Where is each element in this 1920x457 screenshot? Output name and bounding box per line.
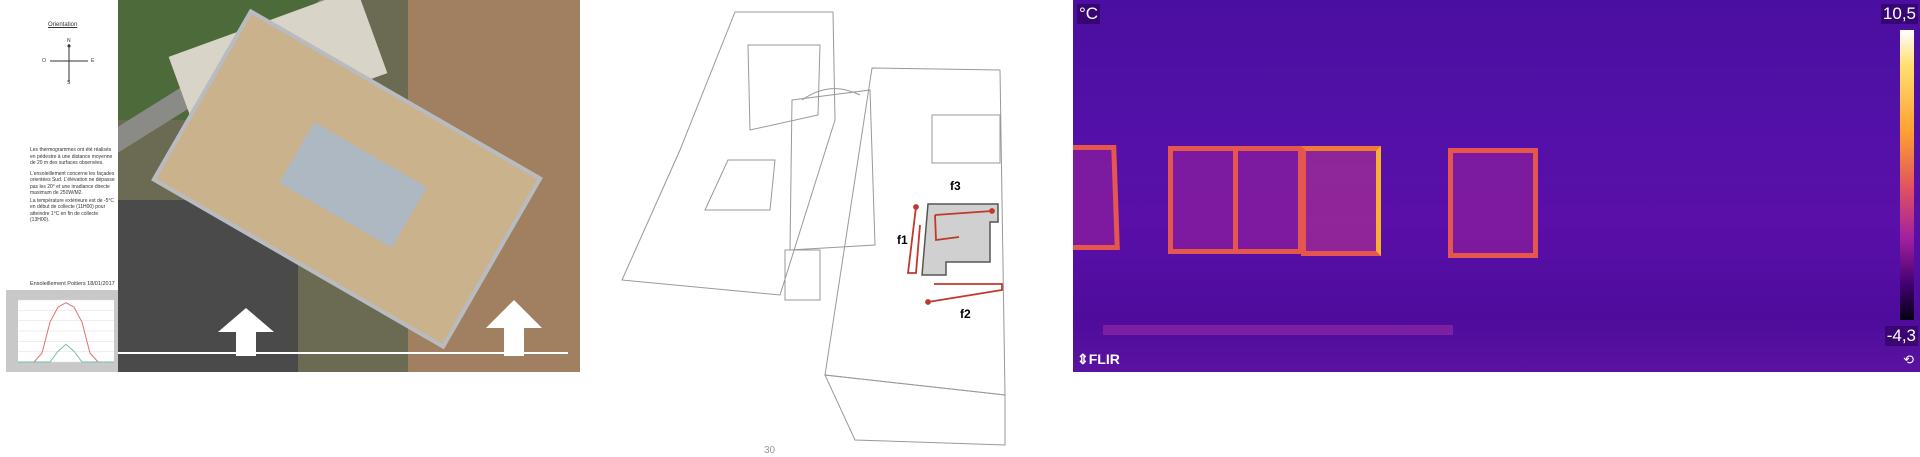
scale-min: -4,3: [1884, 326, 1918, 346]
color-scale-bar: [1900, 30, 1914, 320]
label-f1: f1: [897, 233, 908, 247]
flir-logo: ⇕FLIR: [1077, 351, 1120, 367]
series-line-2: [18, 343, 114, 363]
block-left-recess: [704, 159, 776, 211]
measured-facade-area: [921, 203, 999, 276]
flir-brand: FLIR: [1088, 351, 1120, 367]
block-right-courtyard: [931, 114, 1001, 164]
note-1: Les thermogrammes ont été réalisés en pé…: [30, 147, 113, 166]
compass-icon: [50, 44, 88, 82]
note-3: La température extérieure est de -5°C en…: [30, 197, 114, 224]
compass-south: S: [67, 80, 71, 86]
label-f2: f2: [960, 307, 971, 321]
compass-north: N: [67, 38, 71, 44]
building-3d-diagram: f3 f1 f2: [621, 11, 1006, 446]
block-right-base: [824, 374, 1006, 446]
window-thermal: [1448, 148, 1538, 258]
stair-block: [784, 249, 821, 301]
chart-title: Ensoleillement Poitiers 18/01/2017: [30, 281, 115, 287]
page-number: 30: [764, 445, 776, 456]
block-left: [621, 11, 836, 296]
block-left-courtyard: [747, 44, 821, 131]
note-2: L'ensoleillement concerne les façades or…: [30, 170, 115, 197]
baseline: [118, 352, 568, 354]
window-thermal: [1073, 145, 1120, 250]
aerial-photo: [118, 0, 580, 372]
walk-path-arrows: [906, 204, 1003, 305]
window-thermal-hot: [1301, 146, 1381, 256]
camera-mode-icon: ⟲: [1903, 352, 1914, 367]
compass-east: E: [91, 58, 95, 64]
north-arrow-icon: [486, 300, 542, 356]
ground-reflection: [1103, 325, 1453, 335]
notes: Les thermogrammes ont été réalisés en pé…: [30, 147, 116, 228]
compass-west: O: [42, 58, 46, 64]
north-arrow-icon: [218, 308, 274, 356]
orientation-title: Orientation: [48, 22, 78, 28]
unit-label: °C: [1077, 4, 1101, 24]
window-mullion: [1233, 146, 1238, 254]
label-f3: f3: [950, 179, 961, 193]
hall-roof: [801, 88, 861, 101]
thermal-image: °C 10,5 -4,3 ⇕FLIR ⟲: [1073, 0, 1920, 372]
scale-max: 10,5: [1880, 4, 1918, 24]
sun-elevation-chart: [6, 290, 118, 372]
central-hall: [789, 89, 876, 251]
